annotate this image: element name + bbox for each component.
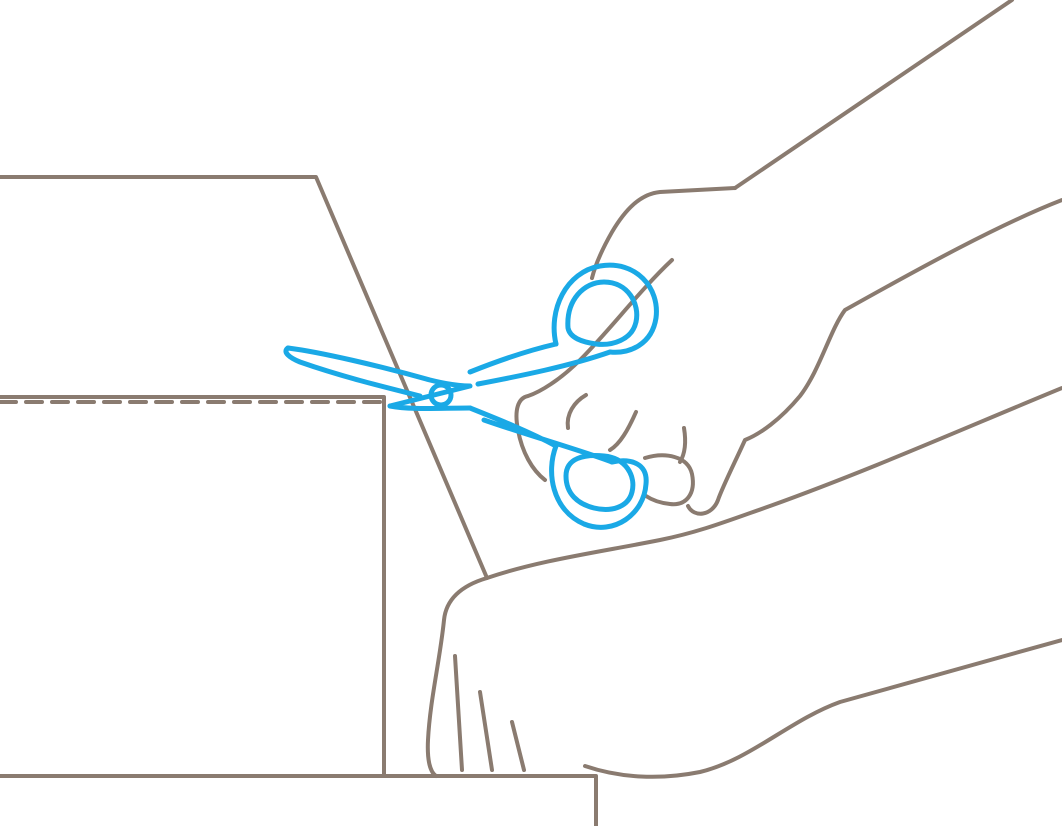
scissors-upper-blade-edge [283,345,423,399]
scissors-upper-blade [285,345,473,409]
upper-hand-wrist [733,0,1014,190]
scissors-top-handle-outer [551,262,659,355]
finger-fold-3 [510,720,526,772]
finger-fold-2 [478,690,494,772]
scissors-top-handle-inner [565,279,640,347]
scissors-bottom-handle-inner [563,453,636,512]
middle-finger [608,410,638,452]
scissors-lower-blade [387,403,473,411]
scissors-icon [283,262,659,530]
scissors-upper-shank [467,341,613,387]
finger-tip [643,453,695,507]
finger-fold-1 [453,654,464,772]
index-finger [514,258,674,482]
package-icon [0,175,598,826]
hand-icon [514,0,1062,516]
scissors-pivot [428,382,454,408]
package-top-flap [0,175,489,580]
lower-hand-thumb [583,638,1062,779]
package-front-face [0,395,386,778]
scissors-bottom-handle-outer [549,443,649,530]
lower-hand-outline [425,386,1062,778]
package-base [0,774,598,826]
ring-finger [678,426,688,464]
hand-icon [425,386,1062,779]
upper-hand-back [590,186,737,280]
upper-hand-forearm-lower [686,198,1062,516]
knuckle-crease [565,393,588,430]
